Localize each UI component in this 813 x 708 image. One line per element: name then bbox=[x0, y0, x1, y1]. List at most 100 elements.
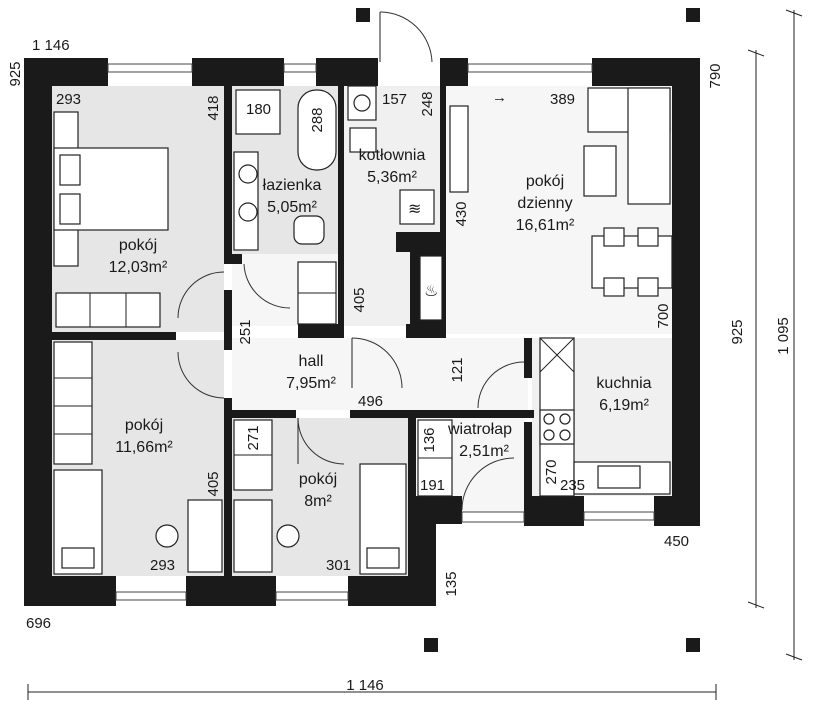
dim-405a: 405 bbox=[351, 287, 368, 312]
wall-right bbox=[672, 58, 700, 526]
wall-segment bbox=[408, 496, 462, 524]
dim-157: 157 bbox=[382, 91, 407, 108]
dim-251: 251 bbox=[237, 319, 254, 344]
room-area-bedroom-left: 11,66m² bbox=[115, 439, 173, 456]
arrow-icon: → bbox=[492, 89, 507, 106]
dim-top-left: 1 146 bbox=[32, 37, 70, 54]
dim-270: 270 bbox=[543, 459, 560, 484]
dimension-tick bbox=[747, 601, 765, 609]
wall-interior bbox=[350, 410, 534, 418]
marker-square bbox=[686, 8, 700, 22]
dim-301: 301 bbox=[326, 557, 351, 574]
pillow bbox=[366, 547, 400, 569]
wardrobe bbox=[53, 341, 93, 465]
dim-left-top: 925 bbox=[7, 61, 24, 86]
room-area-bedroom-small: 8m² bbox=[304, 493, 332, 510]
dim-293b: 293 bbox=[150, 557, 175, 574]
dim-418: 418 bbox=[205, 95, 222, 120]
desk bbox=[233, 499, 273, 573]
window bbox=[107, 63, 193, 73]
marker-square bbox=[686, 638, 700, 652]
coffee-table bbox=[583, 145, 617, 197]
dim-121: 121 bbox=[449, 357, 466, 382]
dim-136: 136 bbox=[421, 427, 438, 452]
wall-segment bbox=[192, 58, 284, 86]
window bbox=[115, 591, 187, 601]
marker-square bbox=[424, 638, 438, 652]
sink-icon bbox=[238, 164, 258, 184]
wall-interior bbox=[232, 410, 296, 418]
dim-bottom-total: 1 146 bbox=[346, 677, 384, 694]
chair bbox=[603, 227, 625, 247]
door-swing bbox=[177, 351, 225, 399]
room-name-hall: hall bbox=[299, 353, 324, 370]
wall-segment bbox=[654, 496, 700, 526]
flame-icon: ♨ bbox=[424, 283, 438, 300]
wall-segment bbox=[440, 58, 468, 86]
sink-icon bbox=[238, 202, 258, 222]
dresser bbox=[55, 292, 161, 328]
room-name-kitchen: kuchnia bbox=[596, 375, 651, 392]
dim-bottom-left: 696 bbox=[26, 615, 51, 632]
room-area-bathroom: 5,05m² bbox=[267, 199, 317, 216]
wall-interior bbox=[224, 398, 232, 576]
wall-interior bbox=[408, 418, 416, 578]
toilet-icon bbox=[293, 215, 325, 245]
wall-interior bbox=[338, 86, 344, 326]
fridge-mark bbox=[539, 337, 575, 373]
door-swing bbox=[351, 337, 403, 389]
dimension-tick bbox=[785, 653, 803, 661]
chair bbox=[637, 227, 659, 247]
dimension-labels: 1 146 925 790 925 1 095 696 1 146 450 13… bbox=[7, 37, 792, 694]
room-name-bedroom-small: pokój bbox=[299, 471, 337, 488]
chair bbox=[637, 277, 659, 297]
room-name-bedroom-top: pokój bbox=[119, 237, 157, 254]
window bbox=[283, 63, 317, 73]
door-swing bbox=[243, 263, 291, 309]
wall-segment bbox=[186, 576, 276, 606]
wall-interior bbox=[524, 422, 532, 498]
pillow bbox=[59, 193, 81, 225]
wall-interior bbox=[406, 324, 446, 338]
tv-cabinet bbox=[449, 105, 469, 193]
wall-interior bbox=[524, 338, 532, 378]
desk bbox=[187, 499, 223, 573]
boiler-dial bbox=[353, 94, 371, 112]
room-name-vestibule: wiatrołap bbox=[447, 421, 512, 438]
dimension-tick bbox=[747, 49, 765, 57]
sofa-side bbox=[627, 87, 671, 205]
room-name-boiler: kotłownia bbox=[359, 147, 426, 164]
fixtures: ≋ ♨ bbox=[53, 85, 673, 575]
dim-180: 180 bbox=[246, 101, 271, 118]
room-name-living-2: dzienny bbox=[517, 195, 572, 212]
dim-right-mid: 925 bbox=[729, 319, 746, 344]
wall-segment bbox=[316, 58, 378, 86]
room-area-kitchen: 6,19m² bbox=[599, 397, 649, 414]
window bbox=[275, 591, 349, 601]
kitchen-sink-icon bbox=[597, 465, 641, 489]
door-swing bbox=[297, 417, 345, 465]
burner-icon bbox=[543, 429, 555, 441]
wall-interior bbox=[232, 254, 242, 264]
heater-icon bbox=[399, 189, 435, 225]
room-name-bathroom: łazienka bbox=[263, 177, 322, 194]
dim-235: 235 bbox=[560, 477, 585, 494]
chair bbox=[155, 524, 179, 548]
dim-271: 271 bbox=[245, 425, 262, 450]
markers bbox=[356, 8, 700, 652]
room-area-bedroom-top: 12,03m² bbox=[109, 259, 168, 276]
shower bbox=[235, 89, 281, 135]
door-swing bbox=[477, 361, 525, 409]
dimension-tick bbox=[785, 9, 803, 17]
dim-405b: 405 bbox=[205, 471, 222, 496]
wall-segment bbox=[524, 496, 584, 526]
dim-right-full: 1 095 bbox=[775, 317, 792, 355]
doors bbox=[177, 11, 525, 511]
sink-icon bbox=[349, 127, 377, 153]
dim-248: 248 bbox=[419, 91, 436, 116]
entrance-door-swing bbox=[379, 11, 433, 63]
bathtub bbox=[297, 89, 337, 171]
pillow bbox=[61, 547, 95, 569]
burner-icon bbox=[559, 429, 571, 441]
